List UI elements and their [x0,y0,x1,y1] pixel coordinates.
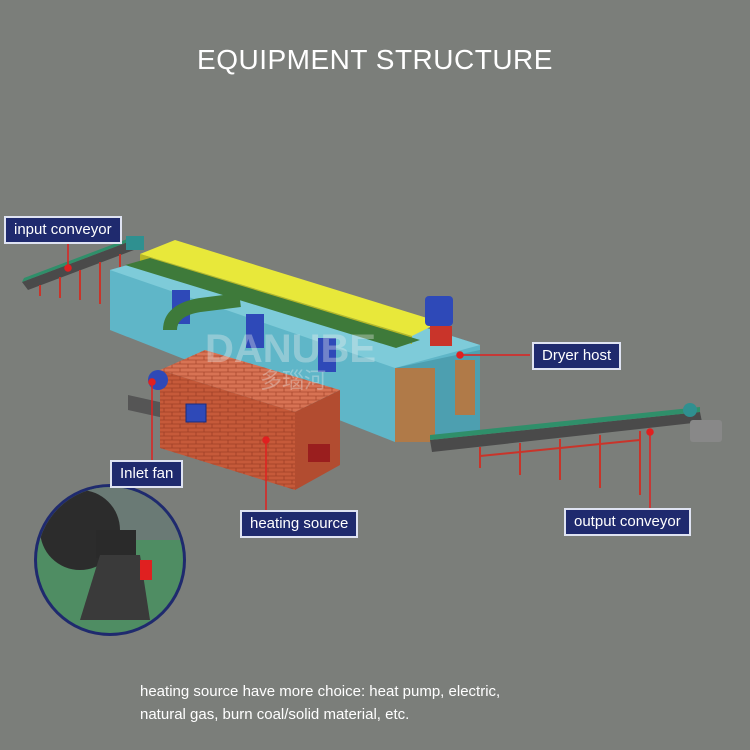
page-title: EQUIPMENT STRUCTURE [197,44,553,75]
footer-line-2: natural gas, burn coal/solid material, e… [140,706,410,723]
input-conveyor [22,236,144,308]
output-conveyor [430,403,722,495]
fan-photo-inset [34,484,186,636]
heating-source-label: heating source [240,510,359,538]
watermark: DANUBE 多瑙河 [205,327,376,394]
footer-line-1: heating source have more choice: heat pu… [140,683,501,700]
watermark-chinese: 多瑙河 [260,369,326,394]
input-conveyor-label: input conveyor [4,216,122,244]
footer-note: heating source have more choice: heat pu… [140,680,700,726]
output-conveyor-label: output conveyor [564,508,691,536]
dryer-host-label: Dryer host [532,342,622,370]
inlet-fan-label: Inlet fan [110,460,184,488]
watermark-latin: DANUBE [205,327,376,371]
heating-source [128,350,340,490]
dryer-host [110,240,480,442]
callout-lines [64,240,654,510]
